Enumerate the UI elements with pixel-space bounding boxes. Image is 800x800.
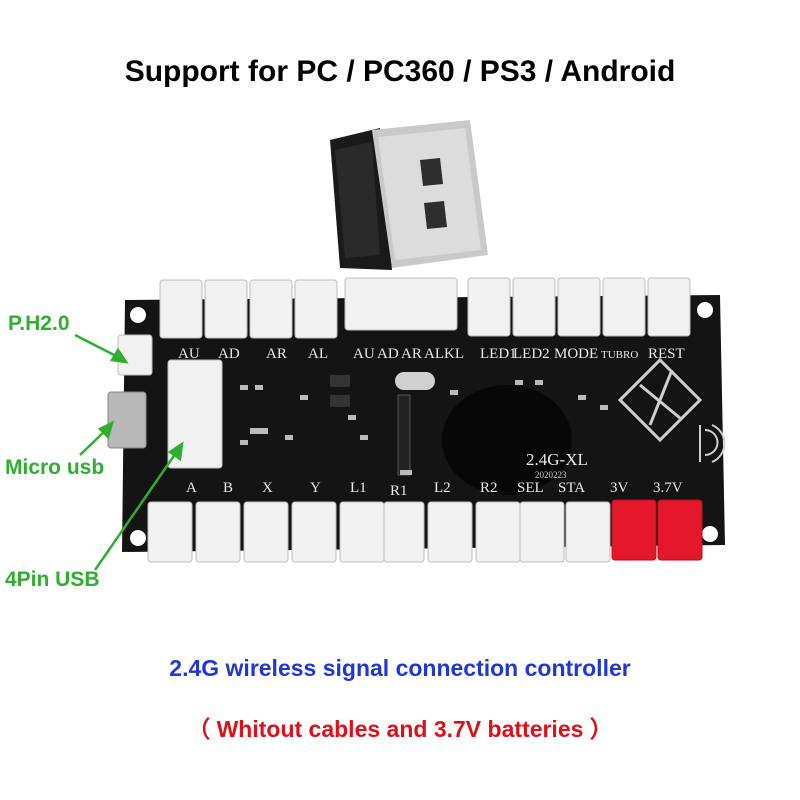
label-b: B <box>223 480 234 496</box>
label-l1: L1 <box>350 480 367 496</box>
label-led2: LED2 <box>513 346 550 362</box>
board-date-code: 2020223 <box>535 470 567 480</box>
label-l2: L2 <box>434 480 451 496</box>
caption-note: （ Whitout cables and 3.7V batteries ） <box>187 716 613 742</box>
label-rest: REST <box>648 346 685 362</box>
label-3v: 3V <box>610 480 629 496</box>
label-ad-2: AD <box>377 346 399 362</box>
label-3-7v: 3.7V <box>653 480 683 496</box>
annotation-ph: P.H2.0 <box>8 312 70 335</box>
label-ar-2: AR <box>401 346 422 362</box>
annotation-4pin-usb: 4Pin USB <box>5 568 100 591</box>
board-model-label: 2.4G-XL <box>526 450 588 469</box>
label-al-1: AL <box>308 346 328 362</box>
bottom-silkscreen-row: A B X Y L1 R1 L2 R2 SEL STA 3V 3.7V <box>150 480 710 500</box>
caption-main: 2.4G wireless signal connection controll… <box>169 655 631 681</box>
label-r2: R2 <box>480 480 498 496</box>
label-y: Y <box>310 480 321 496</box>
label-led1: LED1 <box>480 346 517 362</box>
label-au-1: AU <box>178 346 200 362</box>
label-r1: R1 <box>390 483 408 499</box>
label-ar-1: AR <box>266 346 287 362</box>
label-ad-1: AD <box>218 346 240 362</box>
label-sel: SEL <box>517 480 544 496</box>
label-mode: MODE <box>554 346 599 362</box>
label-sta: STA <box>558 480 586 496</box>
page-title: Support for PC / PC360 / PS3 / Android <box>124 55 676 88</box>
pcb-board <box>107 277 726 563</box>
label-a: A <box>186 480 197 496</box>
usb-dongle <box>330 120 488 270</box>
annotation-arrows <box>74 333 184 571</box>
label-al-2: AL <box>424 346 444 362</box>
annotation-micro-usb: Micro usb <box>5 456 105 479</box>
label-tubro: TUBRO <box>601 349 639 361</box>
label-x: X <box>262 480 273 496</box>
label-kl: KL <box>444 346 464 362</box>
label-au-2: AU <box>353 346 375 362</box>
top-silkscreen-row: AU AD AR AL AU AD AR AL KL LED1 LED2 MOD… <box>158 346 718 366</box>
